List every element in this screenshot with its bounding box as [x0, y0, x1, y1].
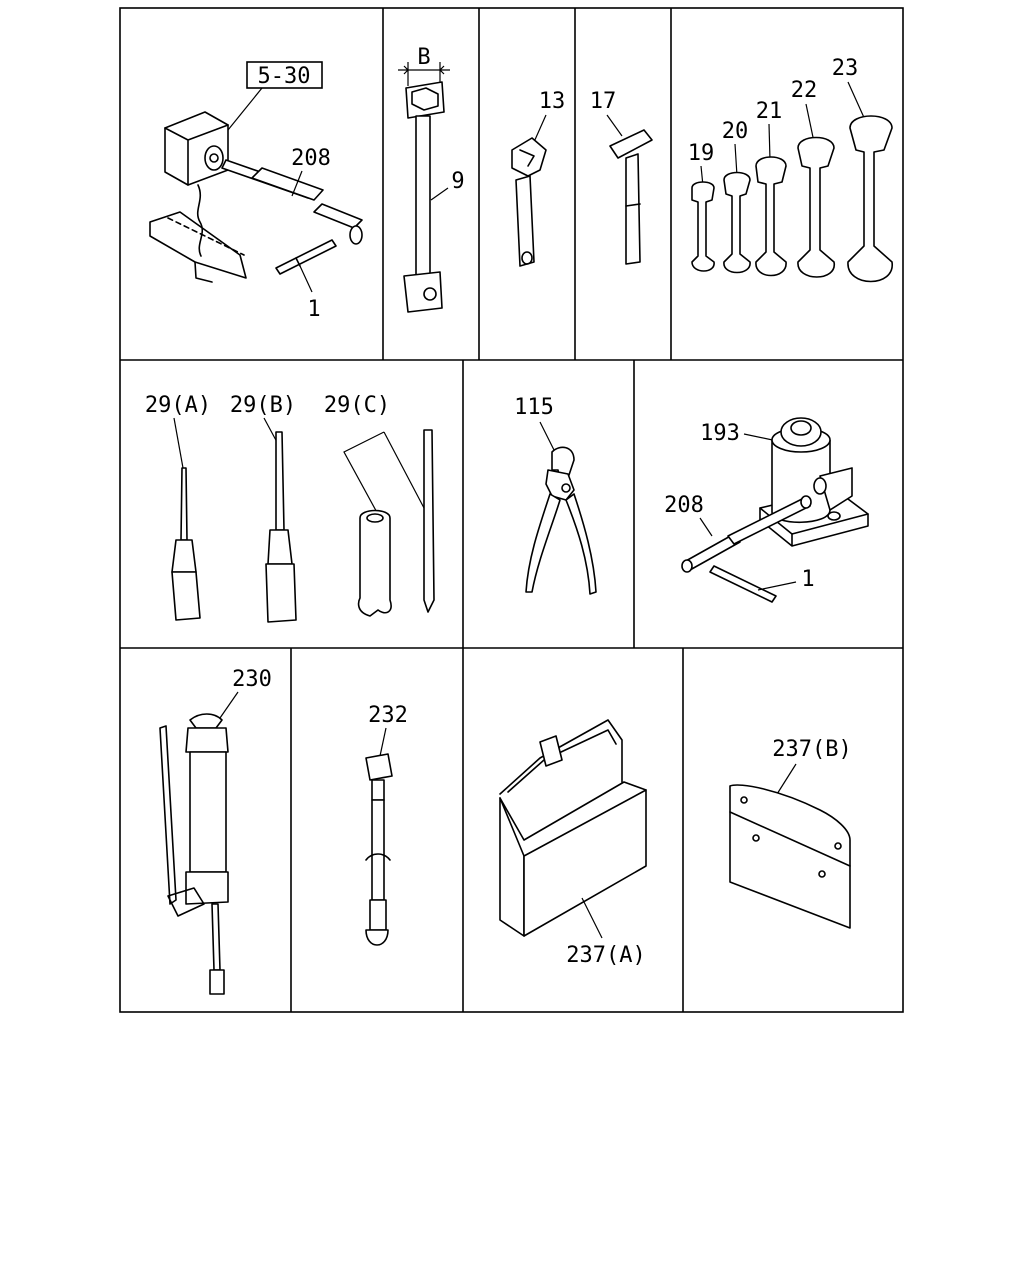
label-230: 230 [232, 667, 272, 692]
label-20: 20 [722, 119, 749, 144]
panel-adjustable-wrench: 13 [511, 89, 566, 267]
grease-gun-230-illustration [159, 713, 229, 995]
label-237a: 237(A) [566, 943, 645, 968]
dimension-b-label: B [417, 45, 430, 70]
bottle-jack-193-illustration [759, 417, 869, 547]
grease-hose-232-illustration [365, 753, 393, 946]
label-232: 232 [368, 703, 408, 728]
screwdriver-29a-illustration [171, 467, 201, 621]
panel-pliers: 115 [514, 395, 597, 595]
spanner-20-illustration [723, 171, 751, 274]
extension-bar-208-illustration [221, 159, 363, 245]
cover-plate-237b-illustration [729, 784, 851, 929]
tool-29c-handle-illustration [357, 509, 392, 617]
panel-grid [119, 7, 904, 1013]
label-115: 115 [514, 395, 554, 420]
label-29b: 29(B) [230, 393, 296, 418]
panel-spanners: 19 20 21 22 23 [688, 56, 893, 283]
panel-bottle-jack: 193 208 1 [664, 417, 869, 603]
panel-hammer: 17 [590, 89, 653, 265]
spanner-23-illustration [847, 115, 893, 283]
panel-screwdrivers: 29(A) 29(B) 29(C) [145, 393, 435, 623]
tool-29c-blade-illustration [423, 429, 435, 613]
panel-grease-gun: 230 [159, 667, 272, 995]
box-wrench-9-illustration [403, 81, 445, 313]
spanner-22-illustration [797, 136, 835, 278]
label-9: 9 [451, 169, 464, 194]
pin-1-illustration [275, 239, 337, 275]
label-208-jack: 208 [664, 493, 704, 518]
label-17: 17 [590, 89, 617, 114]
spanner-19-illustration [691, 181, 715, 272]
extension-bar-208-jack-illustration [681, 495, 812, 573]
label-193: 193 [700, 421, 740, 446]
label-21: 21 [756, 99, 783, 124]
label-237b: 237(B) [772, 737, 851, 762]
screwdriver-29b-illustration [265, 431, 297, 623]
spanner-21-illustration [755, 156, 787, 277]
hammer-17-illustration [609, 129, 653, 265]
pliers-115-illustration [525, 446, 597, 595]
panel-jack-handle: 5-30 208 1 [149, 61, 363, 322]
panel-tool-bag: 237(A) [499, 719, 647, 968]
label-208: 208 [291, 146, 331, 171]
panel-box-wrench: B 9 [398, 45, 465, 313]
label-5-30: 5-30 [258, 64, 311, 89]
label-1-jack: 1 [801, 567, 814, 592]
label-13: 13 [539, 89, 566, 114]
tool-bag-237a-illustration [499, 719, 647, 937]
ref-box-5-30 [246, 61, 323, 89]
label-19: 19 [688, 141, 715, 166]
panel-grease-hose: 232 [365, 703, 408, 946]
adjustable-wrench-13-illustration [511, 137, 547, 267]
label-23: 23 [832, 56, 859, 81]
panel-cover-plate: 237(B) [729, 737, 852, 929]
label-1: 1 [307, 297, 320, 322]
pin-1-jack-illustration [709, 565, 777, 603]
jack-head-illustration [149, 111, 247, 283]
label-29a: 29(A) [145, 393, 211, 418]
label-22: 22 [791, 78, 818, 103]
label-29c: 29(C) [324, 393, 390, 418]
